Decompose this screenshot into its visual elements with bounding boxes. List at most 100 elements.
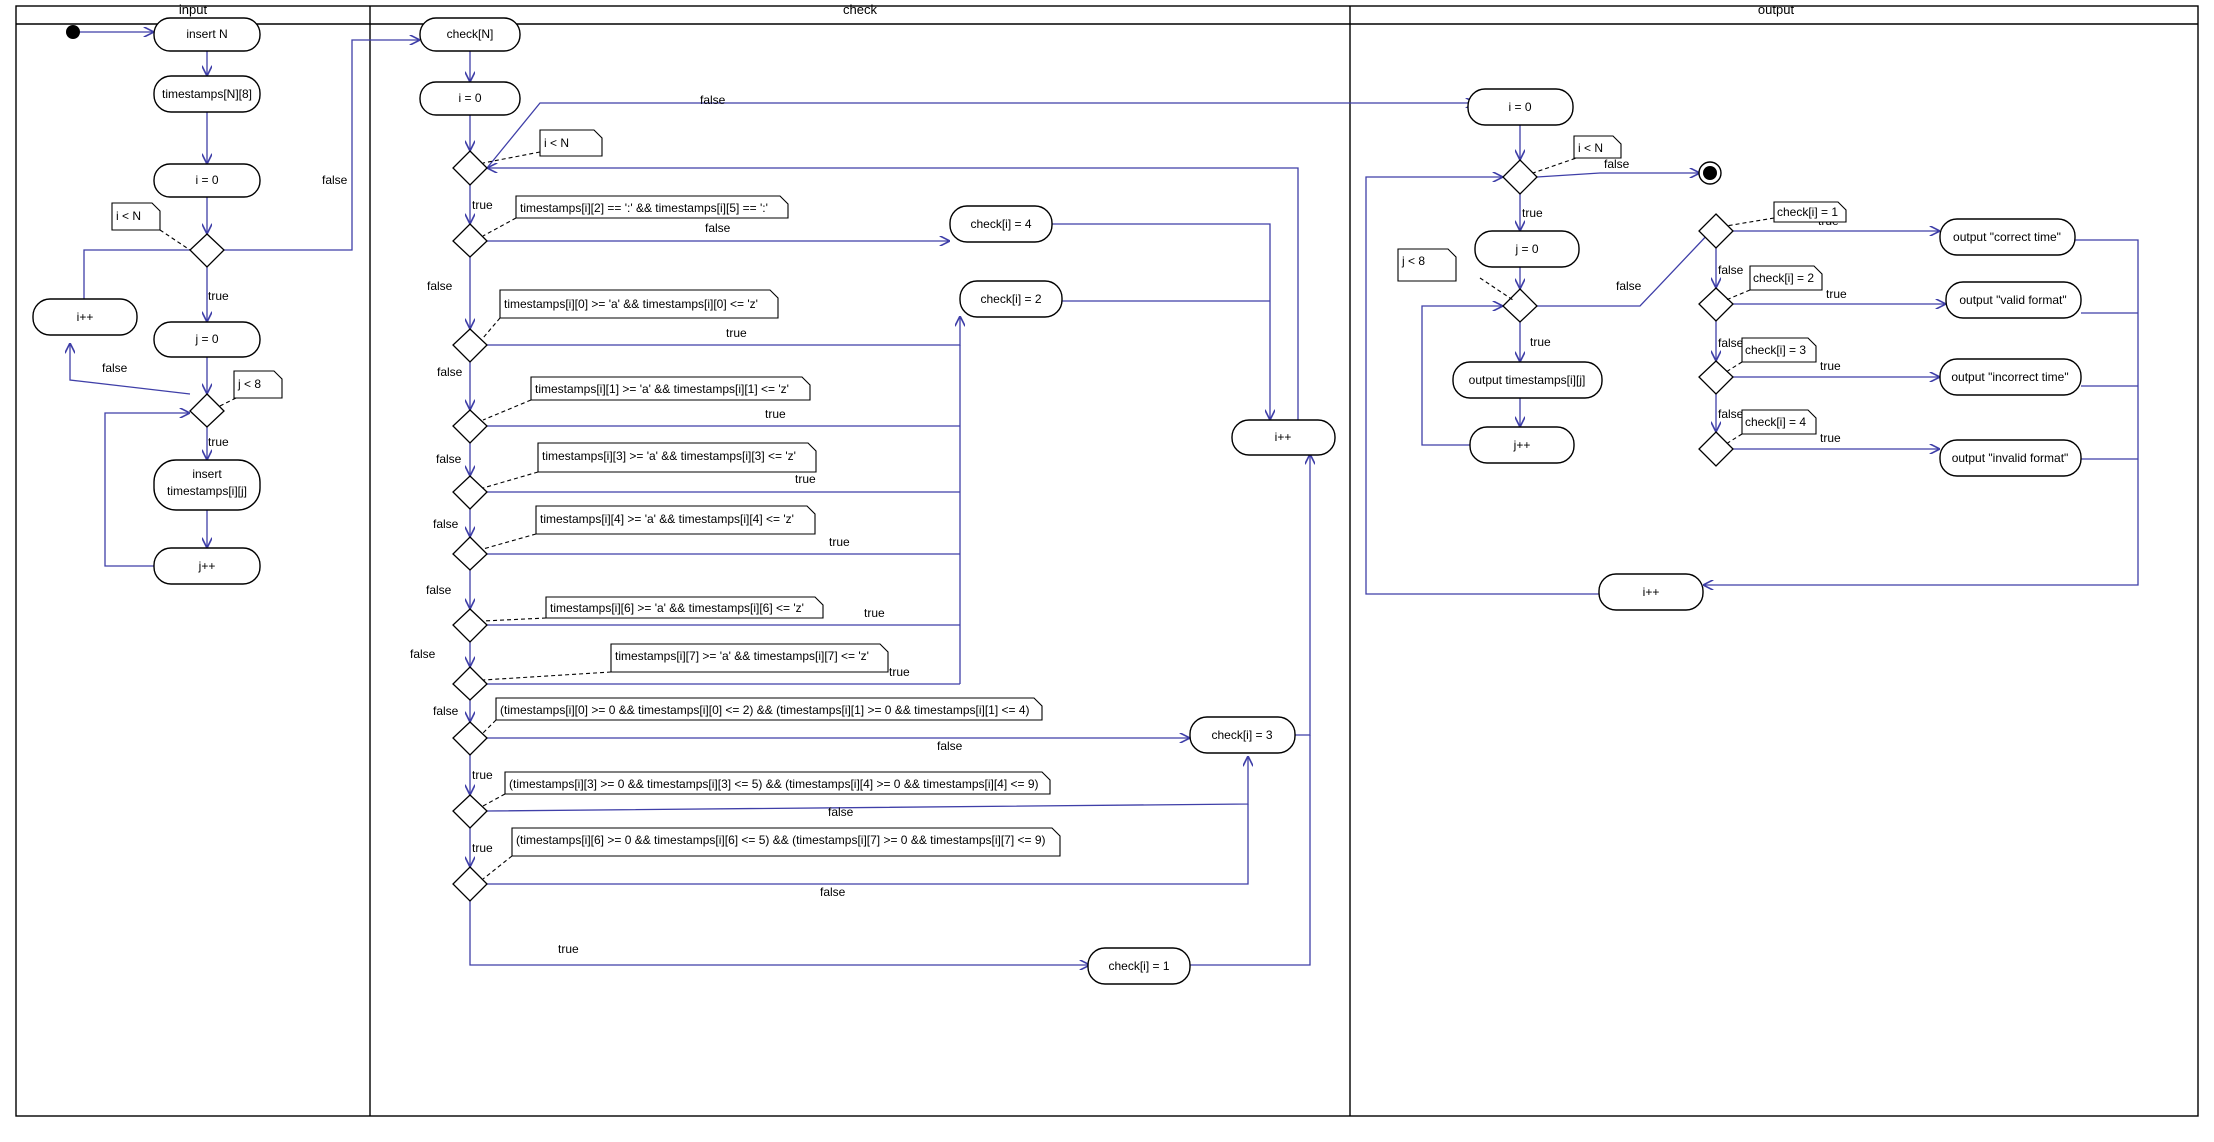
edge-label: false <box>937 739 963 753</box>
note-text: i < N <box>544 136 569 150</box>
edge-label: true <box>864 606 885 620</box>
lanes-frame <box>15 5 2199 1117</box>
edge-label: true <box>1826 287 1847 301</box>
action-label: output timestamps[i][j] <box>1469 373 1586 387</box>
decision-check-c7 <box>452 666 488 701</box>
note-text: (timestamps[i][0] >= 0 && timestamps[i][… <box>500 703 1030 717</box>
edge-label: true <box>208 289 229 303</box>
decision-input-i <box>189 233 225 268</box>
action-check-n: check[N] <box>419 17 521 52</box>
action-out-invalid: output "invalid format" <box>1939 439 2082 477</box>
note-text: timestamps[i][2] == ':' && timestamps[i]… <box>520 201 768 215</box>
action-label: j++ <box>198 559 216 573</box>
note-c0: timestamps[i][0] >= 'a' && timestamps[i]… <box>499 289 779 319</box>
action-out-jpp: j++ <box>1469 426 1575 464</box>
action-check-i1: check[i] = 1 <box>1087 947 1191 985</box>
edge-label: false <box>102 361 128 375</box>
decision-check-c3 <box>452 475 488 510</box>
edge-label: true <box>208 435 229 449</box>
note-text: i < N <box>116 209 141 223</box>
action-label: output "correct time" <box>1953 230 2061 244</box>
action-label: check[i] = 1 <box>1108 959 1169 973</box>
edge-label: false <box>1616 279 1642 293</box>
note-out-is4: check[i] = 4 <box>1741 409 1817 435</box>
note-minutes: (timestamps[i][3] >= 0 && timestamps[i][… <box>504 771 1051 795</box>
action-label: i++ <box>77 310 94 324</box>
action-out-correct: output "correct time" <box>1939 218 2076 256</box>
edge-label: false <box>828 805 854 819</box>
action-out-valid: output "valid format" <box>1945 281 2082 319</box>
edge-label: true <box>765 407 786 421</box>
action-label: i++ <box>1643 585 1660 599</box>
action-label: output "incorrect time" <box>1951 370 2068 384</box>
decision-out-is1 <box>1698 213 1734 249</box>
edge-label: false <box>820 885 846 899</box>
note-text: timestamps[i][7] >= 'a' && timestamps[i]… <box>615 649 869 663</box>
decision-check-i <box>452 150 488 186</box>
edge-label: true <box>1820 359 1841 373</box>
edges-input <box>70 32 420 567</box>
edges-output <box>1365 125 2139 595</box>
decision-check-minutes <box>452 794 488 829</box>
action-input-ipp: i++ <box>32 298 138 336</box>
edge-label: false <box>427 279 453 293</box>
edge-label: false <box>437 365 463 379</box>
edge-label: false <box>410 647 436 661</box>
lane-title-input: input <box>179 2 208 17</box>
action-label: output "invalid format" <box>1952 451 2069 465</box>
action-label: i++ <box>1275 430 1292 444</box>
decision-input-j <box>189 393 225 428</box>
edge-label: true <box>795 472 816 486</box>
decision-check-colons <box>452 223 488 258</box>
action-label: j = 0 <box>194 332 218 346</box>
action-label: output "valid format" <box>1959 293 2066 307</box>
end-node <box>1698 161 1722 185</box>
edge-labels-output: false true false true true false true fa… <box>1522 157 1847 445</box>
decision-out-is4 <box>1698 431 1734 467</box>
note-text: timestamps[i][3] >= 'a' && timestamps[i]… <box>542 449 796 463</box>
lane-title-output: output <box>1758 2 1795 17</box>
lane-title-check: check <box>843 2 877 17</box>
edge-label: true <box>1820 431 1841 445</box>
action-label: check[i] = 3 <box>1211 728 1272 742</box>
note-hours: (timestamps[i][0] >= 0 && timestamps[i][… <box>495 697 1043 721</box>
action-out-j0: j = 0 <box>1474 230 1580 268</box>
action-label: j++ <box>1513 438 1531 452</box>
action-label: i = 0 <box>1508 100 1531 114</box>
note-text: j < 8 <box>1401 254 1425 268</box>
edge-label: false <box>426 583 452 597</box>
action-insert-n: insert N <box>153 17 261 52</box>
start-node <box>66 25 80 39</box>
action-timestamps-decl: timestamps[N][8] <box>153 75 261 113</box>
edge-label: true <box>829 535 850 549</box>
action-check-i3: check[i] = 3 <box>1189 716 1296 754</box>
decision-check-c1 <box>452 409 488 444</box>
note-out-j-lt-8: j < 8 <box>1397 248 1457 282</box>
edge-label: false <box>436 452 462 466</box>
note-c3: timestamps[i][3] >= 'a' && timestamps[i]… <box>537 442 817 473</box>
note-out-is2: check[i] = 2 <box>1749 265 1823 291</box>
note-seconds: (timestamps[i][6] >= 0 && timestamps[i][… <box>511 827 1061 857</box>
action-check-i2: check[i] = 2 <box>959 280 1063 318</box>
edge-labels-input: true false true false <box>102 173 348 449</box>
action-insert-ts: insert timestamps[i][j] <box>153 459 261 511</box>
note-out-is1: check[i] = 1 <box>1773 201 1847 223</box>
note-text: check[i] = 1 <box>1777 205 1838 219</box>
edge-label: true <box>1522 206 1543 220</box>
edge-label: false <box>1718 263 1744 277</box>
note-text: (timestamps[i][6] >= 0 && timestamps[i][… <box>516 833 1046 847</box>
notes-output: i < N j < 8 check[i] = 1 check[i] = 2 ch… <box>1397 135 1847 445</box>
action-input-i0: i = 0 <box>153 163 261 198</box>
decision-out-i <box>1502 159 1538 195</box>
note-c7: timestamps[i][7] >= 'a' && timestamps[i]… <box>610 643 889 673</box>
edge-label: true <box>1530 335 1551 349</box>
action-label: j = 0 <box>1514 242 1538 256</box>
action-label: insert <box>192 467 222 481</box>
action-out-i0: i = 0 <box>1467 88 1574 126</box>
action-label: check[N] <box>447 27 494 41</box>
decision-out-is3 <box>1698 360 1734 395</box>
note-c1: timestamps[i][1] >= 'a' && timestamps[i]… <box>530 376 811 401</box>
edge-label: false <box>433 517 459 531</box>
edges-check <box>470 51 1476 965</box>
